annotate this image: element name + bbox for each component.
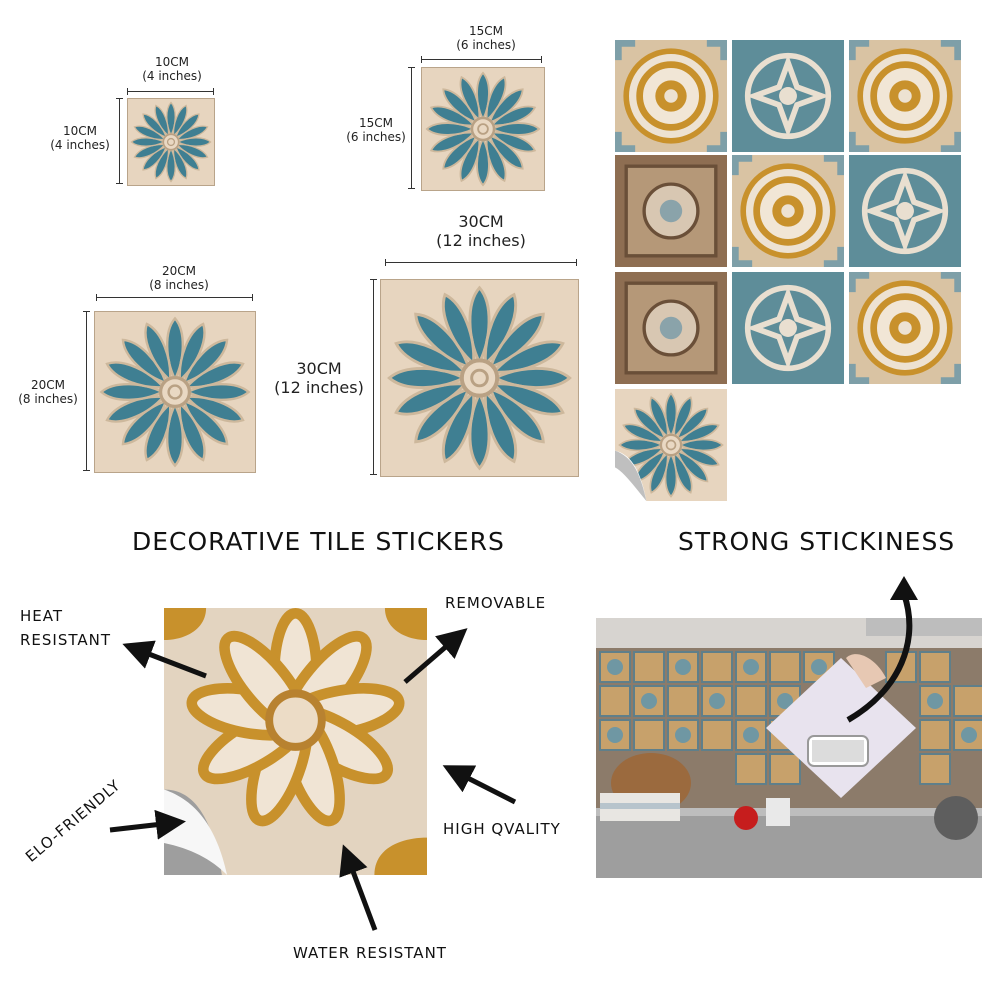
blue-star-tile-image <box>732 40 844 152</box>
size-15-height-line <box>408 67 415 189</box>
size-20-width-line <box>96 294 253 301</box>
removable-label: REMOVABLE <box>445 594 547 612</box>
size-30-cm-side: 30CM <box>296 359 342 378</box>
peeling-flower-tile-image <box>615 389 727 501</box>
size-10-top-label: 10CM (4 inches) <box>130 55 214 83</box>
size-10-in-side: (4 inches) <box>50 138 110 152</box>
kitchen-scene <box>596 618 982 878</box>
size-15-side-label: 15CM (6 inches) <box>344 116 408 144</box>
size-15-in-side: (6 inches) <box>346 130 406 144</box>
size-15-width-line <box>421 56 542 63</box>
size-30-in: (12 inches) <box>436 231 526 250</box>
size-20-top-label: 20CM (8 inches) <box>104 264 254 292</box>
grid-tile-9 <box>849 272 961 384</box>
flower-tile-image <box>128 99 214 185</box>
size-30-cm: 30CM <box>458 212 504 231</box>
size-30-width-line <box>385 259 577 266</box>
high-quality-label: HIGH QVALITY <box>443 820 561 838</box>
mandala-tile-image <box>849 272 961 384</box>
eco-arrow <box>109 809 186 840</box>
flower-tile-image <box>422 68 544 190</box>
grid-tile-1 <box>615 40 727 152</box>
size-10-side-label: 10CM (4 inches) <box>48 124 112 152</box>
size-15-cm: 15CM <box>468 24 503 38</box>
heat-label-line1: HEAT <box>20 607 64 625</box>
mandala-tile-image <box>615 40 727 152</box>
grid-tile-7 <box>615 272 727 384</box>
size-10-height-line <box>116 98 123 184</box>
size-30-height-line <box>370 279 377 475</box>
grid-tile-peel <box>615 389 727 501</box>
feature-tile <box>164 608 427 875</box>
size-15-in: (6 inches) <box>456 38 516 52</box>
grid-tile-3 <box>849 40 961 152</box>
grid-tile-2 <box>732 40 844 152</box>
feature-arrows <box>109 628 517 931</box>
size-20-cm-side: 20CM <box>30 378 65 392</box>
size-20-cm: 20CM <box>161 264 196 278</box>
size-15-top-label: 15CM (6 inches) <box>430 24 542 52</box>
tile-15cm <box>421 67 545 191</box>
size-10-cm-side: 10CM <box>62 124 97 138</box>
tile-30cm <box>380 279 579 477</box>
brown-square-tile-image <box>615 155 727 267</box>
brown-square-tile-image <box>615 272 727 384</box>
flower-tile-image <box>381 280 578 476</box>
water-arrow <box>339 844 378 931</box>
heat-label-line2: RESISTANT <box>20 631 112 649</box>
grid-tile-4 <box>615 155 727 267</box>
size-30-top-label: 30CM (12 inches) <box>384 212 578 250</box>
quality-arrow <box>442 765 517 805</box>
heat-arrow <box>122 640 207 679</box>
size-20-in: (8 inches) <box>149 278 209 292</box>
size-20-height-line <box>83 311 90 471</box>
size-15-cm-side: 15CM <box>358 116 393 130</box>
grid-tile-6 <box>849 155 961 267</box>
heat-resistant-label: HEAT RESISTANT <box>20 604 111 652</box>
size-30-in-side: (12 inches) <box>274 378 364 397</box>
decorative-tile-stickers-heading: DECORATIVE TILE STICKERS <box>132 527 505 556</box>
size-10-in: (4 inches) <box>142 69 202 83</box>
tile-20cm <box>94 311 256 473</box>
strong-stickiness-heading: STRONG STICKINESS <box>678 527 956 556</box>
kitchen-illustration <box>596 618 982 878</box>
flower-tile-image <box>95 312 255 472</box>
size-20-side-label: 20CM (8 inches) <box>14 378 82 406</box>
size-10-cm: 10CM <box>154 55 189 69</box>
mandala-tile-image <box>732 155 844 267</box>
blue-star-tile-image <box>849 155 961 267</box>
mandala-tile-image <box>849 40 961 152</box>
size-30-side-label: 30CM (12 inches) <box>268 359 370 397</box>
water-resistant-label: WATER RESISTANT <box>293 944 447 962</box>
size-10-width-line <box>127 88 214 95</box>
removable-arrow <box>403 628 468 684</box>
peel-up-arrow <box>846 576 918 723</box>
mustard-flower-tile-image <box>164 608 427 875</box>
grid-tile-8 <box>732 272 844 384</box>
blue-star-tile-image <box>732 272 844 384</box>
grid-tile-5 <box>732 155 844 267</box>
size-20-in-side: (8 inches) <box>18 392 78 406</box>
tile-10cm <box>127 98 215 186</box>
